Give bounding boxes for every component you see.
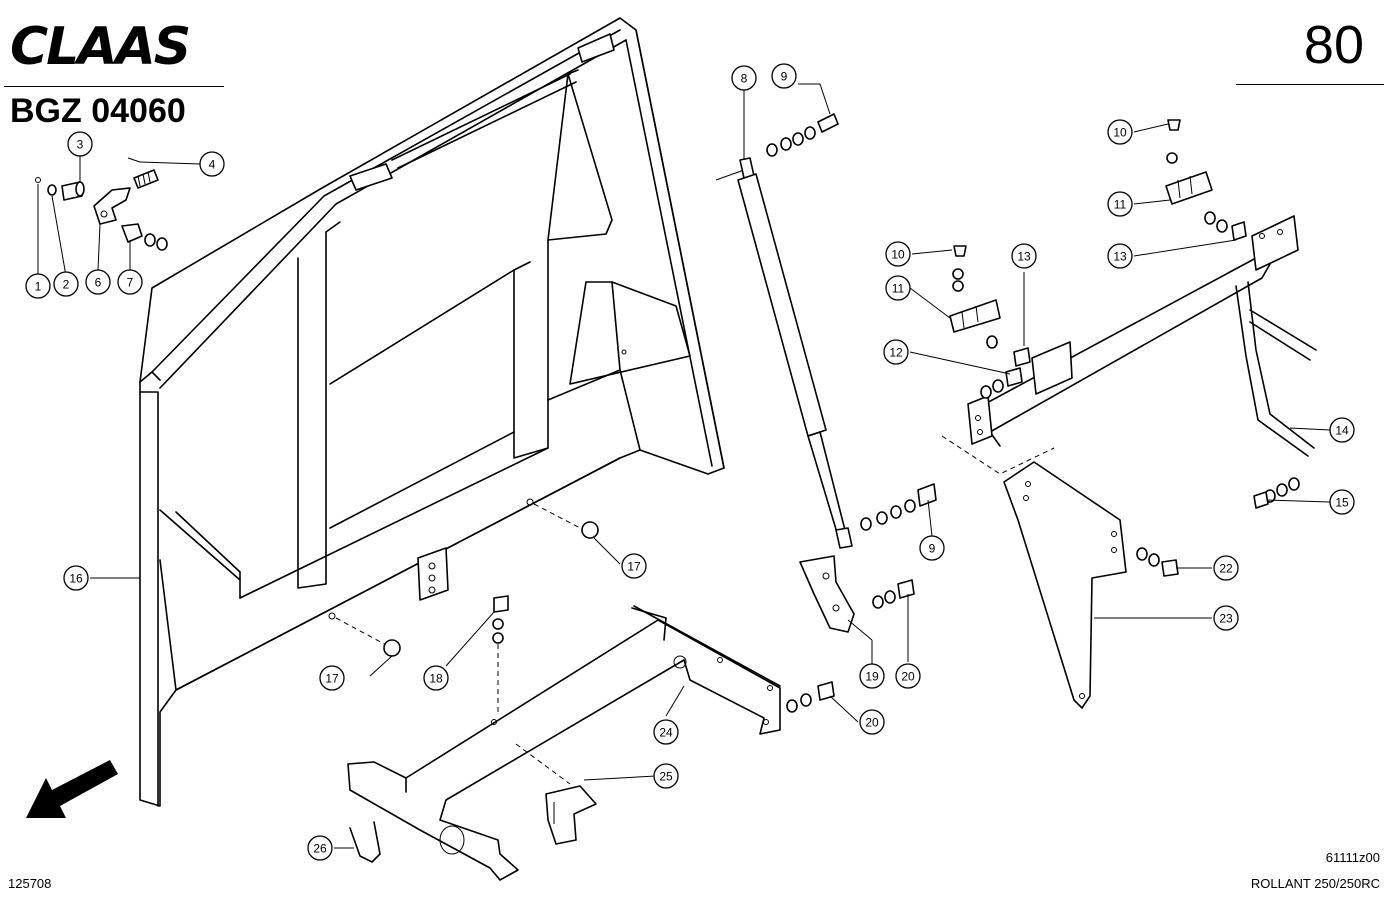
callout-18: 18 <box>423 665 449 691</box>
main-frame <box>90 17 725 807</box>
callout-19: 19 <box>859 663 885 689</box>
latch-parts <box>35 152 201 277</box>
callout-label: 15 <box>1335 496 1349 510</box>
callout-label: 10 <box>1113 126 1127 140</box>
callout-label: 9 <box>929 542 936 556</box>
model-name: ROLLANT 250/250RC <box>1250 876 1380 891</box>
side-plate <box>1003 461 1212 709</box>
bushings <box>328 498 621 677</box>
claas-logo: CLAAS <box>10 18 191 72</box>
callout-label: 17 <box>627 560 641 574</box>
svg-text:CLAAS: CLAAS <box>10 18 189 72</box>
drawing-number: 125708 <box>8 876 52 891</box>
callout-25: 25 <box>653 763 679 789</box>
callout-label: 19 <box>865 670 879 684</box>
callout-9: 9 <box>771 63 797 89</box>
callout-13: 13 <box>1107 243 1133 269</box>
header-rule-right <box>1236 84 1384 85</box>
callout-24: 24 <box>653 719 679 745</box>
callout-label: 24 <box>659 726 673 740</box>
callout-label: 6 <box>95 276 102 290</box>
callout-23: 23 <box>1213 605 1239 631</box>
callout-label: 11 <box>892 282 905 296</box>
callout-label: 16 <box>69 572 83 586</box>
callout-14: 14 <box>1329 417 1355 443</box>
callout-9: 9 <box>919 535 945 561</box>
sheet-code: 61111z00 <box>1325 850 1380 865</box>
callout-label: 1 <box>35 280 42 294</box>
callout-11: 11 <box>885 275 911 301</box>
callout-20: 20 <box>859 709 885 735</box>
callout-label: 14 <box>1335 424 1349 438</box>
callout-13: 13 <box>1011 243 1037 269</box>
strut-bracket <box>799 555 915 664</box>
assembly-code: BGZ 04060 <box>10 92 186 130</box>
callout-label: 4 <box>209 158 216 172</box>
gas-strut <box>715 83 937 549</box>
callout-7: 7 <box>117 269 143 295</box>
callout-label: 13 <box>1017 250 1031 264</box>
upper-rail <box>909 119 1331 509</box>
callout-26: 26 <box>307 835 333 861</box>
callout-label: 13 <box>1113 250 1127 264</box>
callout-label: 20 <box>901 670 915 684</box>
callout-22: 22 <box>1213 555 1239 581</box>
callout-label: 18 <box>429 672 443 686</box>
callout-label: 10 <box>891 248 905 262</box>
callout-label: 3 <box>77 138 84 152</box>
callout-label: 23 <box>1219 612 1233 626</box>
callout-10: 10 <box>1107 119 1133 145</box>
callout-3: 3 <box>67 131 93 157</box>
callout-label: 8 <box>741 72 748 86</box>
callout-label: 9 <box>781 70 788 84</box>
callout-label: 22 <box>1219 562 1233 576</box>
callout-12: 12 <box>883 339 909 365</box>
callout-17: 17 <box>621 553 647 579</box>
callout-label: 11 <box>1114 198 1127 212</box>
callout-16: 16 <box>63 565 89 591</box>
arrow-down-left-icon <box>26 760 118 818</box>
callout-15: 15 <box>1329 489 1355 515</box>
callout-11: 11 <box>1107 191 1133 217</box>
callout-2: 2 <box>53 271 79 297</box>
page-number: 80 <box>1303 15 1364 75</box>
callout-label: 12 <box>889 346 903 360</box>
callout-8: 8 <box>731 65 757 91</box>
callout-10: 10 <box>885 241 911 267</box>
callout-6: 6 <box>85 269 111 295</box>
header-rule-left <box>4 86 224 87</box>
support-arm <box>334 595 859 881</box>
callout-label: 25 <box>659 770 673 784</box>
callout-1: 1 <box>25 273 51 299</box>
callout-label: 26 <box>313 842 327 856</box>
callout-20: 20 <box>895 663 921 689</box>
callout-label: 20 <box>865 716 879 730</box>
callout-4: 4 <box>199 151 225 177</box>
callout-17: 17 <box>319 665 345 691</box>
callout-label: 7 <box>127 276 134 290</box>
callout-label: 2 <box>63 278 70 292</box>
callout-label: 17 <box>325 672 339 686</box>
